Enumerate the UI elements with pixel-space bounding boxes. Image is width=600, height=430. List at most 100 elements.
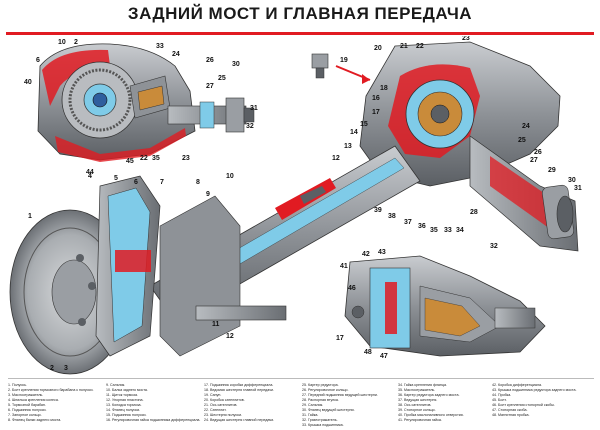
- wheel-stud: [78, 318, 86, 326]
- legend-item: 15. Подшипник полуоси.: [106, 413, 147, 417]
- svg-text:23: 23: [182, 155, 190, 162]
- svg-text:24: 24: [172, 51, 180, 58]
- legend-item: 11. Щиток тормоза.: [106, 393, 138, 397]
- svg-text:21: 21: [400, 43, 408, 50]
- top-left-callouts: 10 2 40 6 33 24 26 30 25 27 31 32 22 35 …: [24, 39, 258, 176]
- legend-item: 21. Ось сателлитов.: [204, 403, 238, 407]
- legend-item: 39. Стопорное кольцо.: [398, 408, 436, 412]
- wheel-stud: [88, 282, 96, 290]
- svg-text:5: 5: [114, 175, 118, 182]
- legend-column-5: 34. Гайка крепления фланца.35. Маслоотра…: [398, 383, 464, 423]
- svg-text:35: 35: [430, 227, 438, 234]
- svg-text:43: 43: [378, 249, 386, 256]
- svg-text:26: 26: [534, 149, 542, 156]
- svg-text:31: 31: [574, 185, 582, 192]
- svg-text:30: 30: [568, 177, 576, 184]
- legend-item: 3. Маслоотражатель.: [8, 393, 44, 397]
- legend-item: 26. Регулировочное кольцо.: [302, 388, 349, 392]
- legend-item: 5. Тормозной барабан.: [8, 403, 46, 407]
- svg-text:45: 45: [126, 158, 134, 165]
- svg-text:40: 40: [24, 79, 32, 86]
- legend-item: 29. Сальник.: [302, 403, 324, 407]
- legend-item: 12. Упорная пластина.: [106, 398, 144, 402]
- svg-text:3: 3: [64, 365, 68, 372]
- center-callouts: 19 21 22 23 20 18 16 17 15 14 13 12 24 2…: [332, 36, 582, 250]
- legend-item: 24. Ведущая шестерня главной передачи.: [204, 418, 275, 422]
- legend-item: 13. Колодка тормоза.: [106, 403, 142, 407]
- svg-text:16: 16: [372, 95, 380, 102]
- svg-text:31: 31: [250, 105, 258, 112]
- legend-item: 16. Регулировочная гайка подшипника дифф…: [106, 418, 201, 422]
- svg-text:42: 42: [362, 251, 370, 258]
- legend-item: 34. Гайка крепления фланца.: [398, 383, 447, 387]
- breather: [311, 53, 329, 69]
- legend-column-4: 25. Картер редуктора.26. Регулировочное …: [302, 383, 378, 428]
- svg-text:8: 8: [196, 179, 200, 186]
- legend-column-6: 42. Коробка дифференциала.43. Крышка под…: [492, 383, 577, 418]
- svg-text:39: 39: [374, 207, 382, 214]
- svg-text:12: 12: [332, 155, 340, 162]
- legend-item: 32. Грязеотражатель.: [302, 418, 338, 422]
- legend-item: 28. Распорная втулка.: [302, 398, 339, 402]
- svg-text:34: 34: [456, 227, 464, 234]
- svg-text:25: 25: [218, 75, 226, 82]
- svg-text:1: 1: [28, 213, 32, 220]
- svg-text:27: 27: [206, 83, 214, 90]
- legend-item: 23. Шестерня полуоси.: [204, 413, 243, 417]
- legend-item: 47. Стопорная скоба.: [492, 408, 528, 412]
- legend-item: 10. Балка заднего моста.: [106, 388, 148, 392]
- title-underline: [6, 32, 594, 35]
- svg-text:7: 7: [160, 179, 164, 186]
- svg-text:19: 19: [340, 57, 348, 64]
- svg-text:26: 26: [206, 57, 214, 64]
- svg-text:10: 10: [226, 173, 234, 180]
- svg-text:24: 24: [522, 123, 530, 130]
- svg-text:13: 13: [344, 143, 352, 150]
- axle-housing-cutaway: [311, 41, 579, 252]
- svg-text:47: 47: [380, 353, 388, 360]
- brake-backing-plate: [159, 195, 241, 357]
- final-drive-section-view: [37, 43, 255, 162]
- legend-item: 46. Болт крепления стопорной скобы.: [492, 403, 555, 407]
- svg-text:32: 32: [246, 123, 254, 130]
- svg-text:2: 2: [50, 365, 54, 372]
- svg-text:10: 10: [58, 39, 66, 46]
- legend-item: 44. Пробка.: [492, 393, 512, 397]
- svg-text:33: 33: [444, 227, 452, 234]
- svg-text:48: 48: [364, 349, 372, 356]
- legend-column-3: 17. Подшипник коробки дифференциала.18. …: [204, 383, 274, 423]
- svg-text:38: 38: [388, 213, 396, 220]
- legend-item: 4. Шпилька крепления колеса.: [8, 398, 59, 402]
- svg-text:41: 41: [340, 263, 348, 270]
- legend-item: 33. Крышка подшипника.: [302, 423, 344, 427]
- svg-text:9: 9: [206, 191, 210, 198]
- svg-text:6: 6: [36, 57, 40, 64]
- legend-item: 37. Ведущая шестерня.: [398, 398, 438, 402]
- bottom-left-callouts: 1 4 5 6 7 8 9 10 11 12 2 3: [28, 173, 234, 372]
- legend-item: 27. Передний подшипник ведущей шестерни.: [302, 393, 378, 397]
- svg-text:33: 33: [156, 43, 164, 50]
- svg-text:11: 11: [212, 321, 220, 328]
- svg-text:37: 37: [404, 219, 412, 226]
- legend-item: 36. Картер редуктора заднего моста.: [398, 393, 460, 397]
- svg-text:22: 22: [416, 43, 424, 50]
- svg-text:27: 27: [530, 157, 538, 164]
- legend-item: 14. Фланец полуоси.: [106, 408, 141, 412]
- legend-item: 31. Гайка.: [302, 413, 319, 417]
- svg-text:17: 17: [372, 109, 380, 116]
- legend-column-1: 1. Полуось.2. Болт крепления тормозного …: [8, 383, 93, 423]
- svg-text:12: 12: [226, 333, 234, 340]
- parts-legend: 1. Полуось.2. Болт крепления тормозного …: [8, 378, 594, 429]
- legend-item: 20. Коробка сателлитов.: [204, 398, 245, 402]
- differential-inset: [344, 255, 546, 357]
- svg-text:46: 46: [348, 285, 356, 292]
- legend-item: 7. Запорное кольцо.: [8, 413, 42, 417]
- svg-text:18: 18: [380, 85, 388, 92]
- legend-item: 18. Ведомая шестерня главной передачи.: [204, 388, 275, 392]
- legend-item: 25. Картер редуктора.: [302, 383, 339, 387]
- svg-text:44: 44: [86, 169, 94, 176]
- legend-item: 8. Фланец балки заднего моста.: [8, 418, 62, 422]
- poster-title: ЗАДНИЙ МОСТ И ГЛАВНАЯ ПЕРЕДАЧА: [127, 4, 473, 23]
- legend-item: 19. Сапун.: [204, 393, 222, 397]
